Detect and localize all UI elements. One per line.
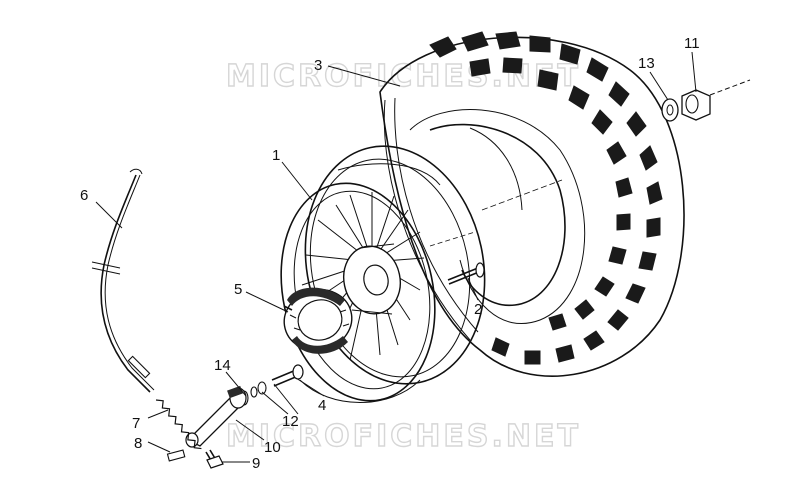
callout-10: 10 — [264, 439, 281, 456]
callout-3: 3 — [314, 57, 322, 74]
callout-11: 11 — [684, 35, 700, 52]
axle-washer — [661, 98, 679, 122]
callout-12: 12 — [282, 413, 299, 430]
watermark-bottom: MICROFICHES.NET — [226, 419, 581, 454]
callout-1: 1 — [272, 147, 280, 164]
axle-bolt — [447, 262, 485, 285]
brake-cable — [91, 168, 155, 393]
axle-nut — [681, 89, 711, 121]
callout-8: 8 — [134, 435, 142, 452]
callout-2: 2 — [474, 301, 482, 318]
wheel-rim — [280, 145, 486, 403]
brake-shoes — [283, 287, 353, 354]
callout-14: 14 — [214, 357, 231, 374]
callout-4: 4 — [318, 397, 326, 414]
brake-lever — [185, 385, 247, 448]
callout-5: 5 — [234, 281, 242, 298]
callout-6: 6 — [80, 187, 88, 204]
leader-lines — [95, 51, 697, 463]
callout-13: 13 — [638, 55, 655, 72]
cable-spring — [155, 399, 202, 450]
lever-pin — [166, 449, 186, 462]
watermark-top: MICROFICHES.NET — [226, 59, 581, 94]
callout-9: 9 — [252, 455, 260, 472]
lever-bolt — [205, 449, 224, 469]
callout-7: 7 — [132, 415, 140, 432]
brake-cam-assembly — [239, 364, 304, 406]
tire — [379, 31, 685, 377]
